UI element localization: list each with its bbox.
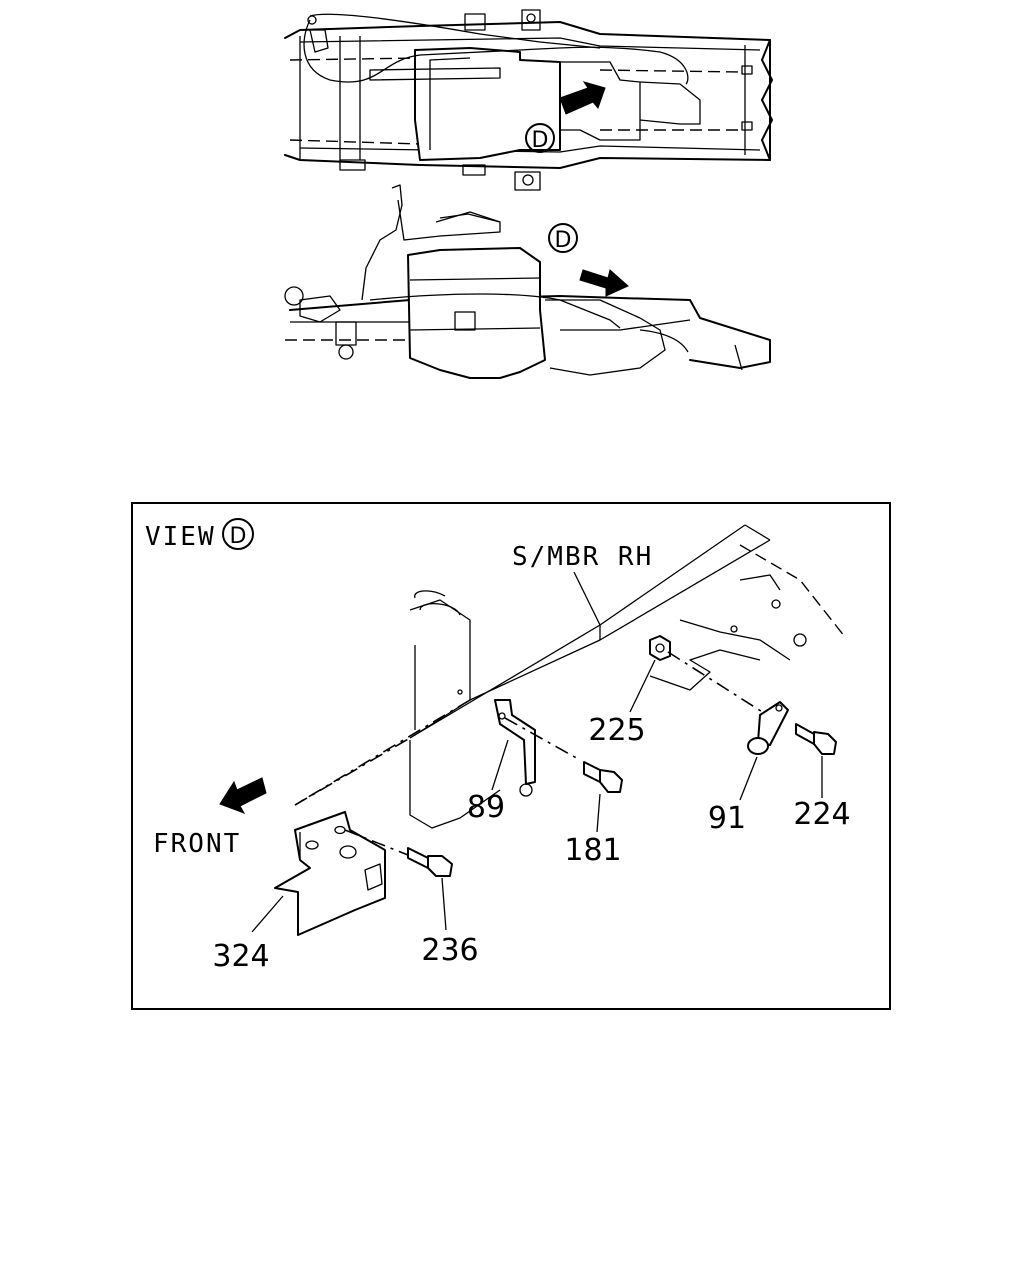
front-direction-arrow: FRONT	[153, 777, 267, 859]
detail-frame	[131, 502, 891, 1010]
chassis-side-view: D	[284, 184, 771, 379]
part-225-nut: 225	[588, 635, 776, 748]
part-225-label: 225	[588, 713, 645, 748]
tank-block	[409, 590, 501, 829]
front-label: FRONT	[153, 829, 241, 859]
view-title: VIEW	[145, 522, 216, 552]
part-91-clip: 91	[708, 701, 789, 836]
part-181-label: 181	[564, 833, 621, 868]
part-181-bolt: 181	[564, 761, 623, 868]
view-d-callout-side	[548, 223, 578, 253]
view-title-callout-label: D	[230, 524, 247, 549]
view-d-callout-top	[525, 123, 555, 153]
view-d-callout-top-label: D	[532, 128, 549, 153]
part-89-bracket: 89	[467, 699, 581, 825]
view-title-callout	[222, 518, 254, 550]
part-236-bolt: 236	[407, 847, 479, 968]
view-d-detail-panel: VIEW D S/MBR RH	[131, 502, 891, 1010]
part-324-bracket: 324	[212, 811, 409, 974]
member-leader	[573, 571, 601, 626]
view-d-callout-side-label: D	[555, 228, 572, 253]
part-236-label: 236	[421, 933, 478, 968]
member-label: S/MBR RH	[512, 542, 653, 572]
part-89-label: 89	[467, 790, 505, 825]
chassis-top-view: D	[284, 9, 773, 191]
part-224-bolt: 224	[793, 723, 851, 832]
part-224-label: 224	[793, 797, 850, 832]
part-91-label: 91	[708, 801, 746, 836]
side-member-rh	[294, 524, 846, 806]
part-324-label: 324	[212, 939, 269, 974]
